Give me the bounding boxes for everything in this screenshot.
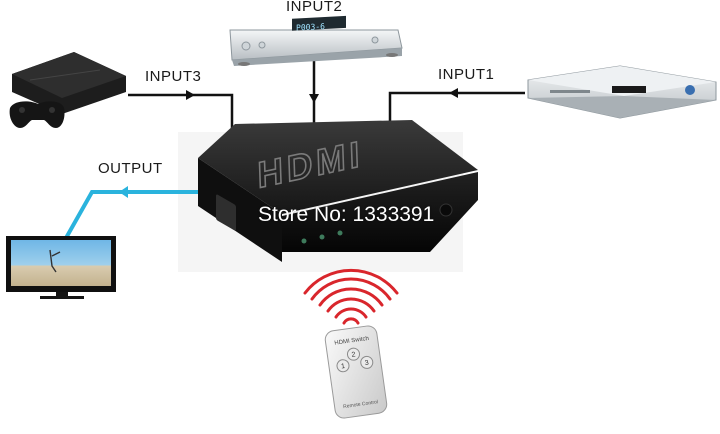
- output-label: OUTPUT: [98, 160, 163, 177]
- hdmi-port: [216, 194, 236, 231]
- led-2: [319, 234, 325, 240]
- store-watermark: Store No: 1333391: [258, 203, 435, 226]
- remote-footer: Remote Control: [343, 399, 379, 410]
- game-controller: [9, 101, 65, 128]
- input3-label: INPUT3: [145, 68, 202, 85]
- input2-label: INPUT2: [286, 0, 343, 15]
- remote-button-2-label: 2: [351, 351, 356, 358]
- remote-button-1: [336, 359, 350, 373]
- remote-button-3: [360, 355, 374, 369]
- output-connector: [64, 186, 200, 239]
- input1-label: INPUT1: [438, 66, 495, 83]
- remote-title: HDMI Switch: [334, 336, 369, 347]
- tv-screen: [11, 240, 111, 286]
- led-3: [337, 230, 343, 236]
- dvd-display: [612, 86, 646, 93]
- tv-device: [6, 236, 116, 299]
- switch-top: [198, 120, 478, 214]
- remote-button-2: [346, 347, 360, 361]
- game-console-device: [9, 52, 126, 128]
- tv-screen-bird: [49, 249, 61, 273]
- input2-connector: [309, 60, 319, 128]
- input1-connector: [388, 88, 525, 128]
- remote-body: [324, 325, 388, 419]
- ir-sensor: [439, 203, 453, 217]
- remote-control: HDMI Switch 1 2 3 Remote Control: [324, 325, 388, 419]
- hdmi-switch: HDMI: [198, 120, 478, 262]
- switch-front: [198, 158, 282, 262]
- media-player-readout: P003-6: [296, 22, 325, 33]
- signal-waves: [303, 268, 399, 325]
- media-player-display: [292, 15, 346, 31]
- led-1: [301, 238, 307, 244]
- media-player-device: P003-6: [229, 15, 403, 66]
- tv-stand: [56, 292, 68, 296]
- remote-button-3-label: 3: [364, 360, 369, 367]
- remote-button-1-label: 1: [341, 363, 346, 370]
- input3-connector: [128, 90, 234, 130]
- dvd-player-device: [527, 65, 717, 119]
